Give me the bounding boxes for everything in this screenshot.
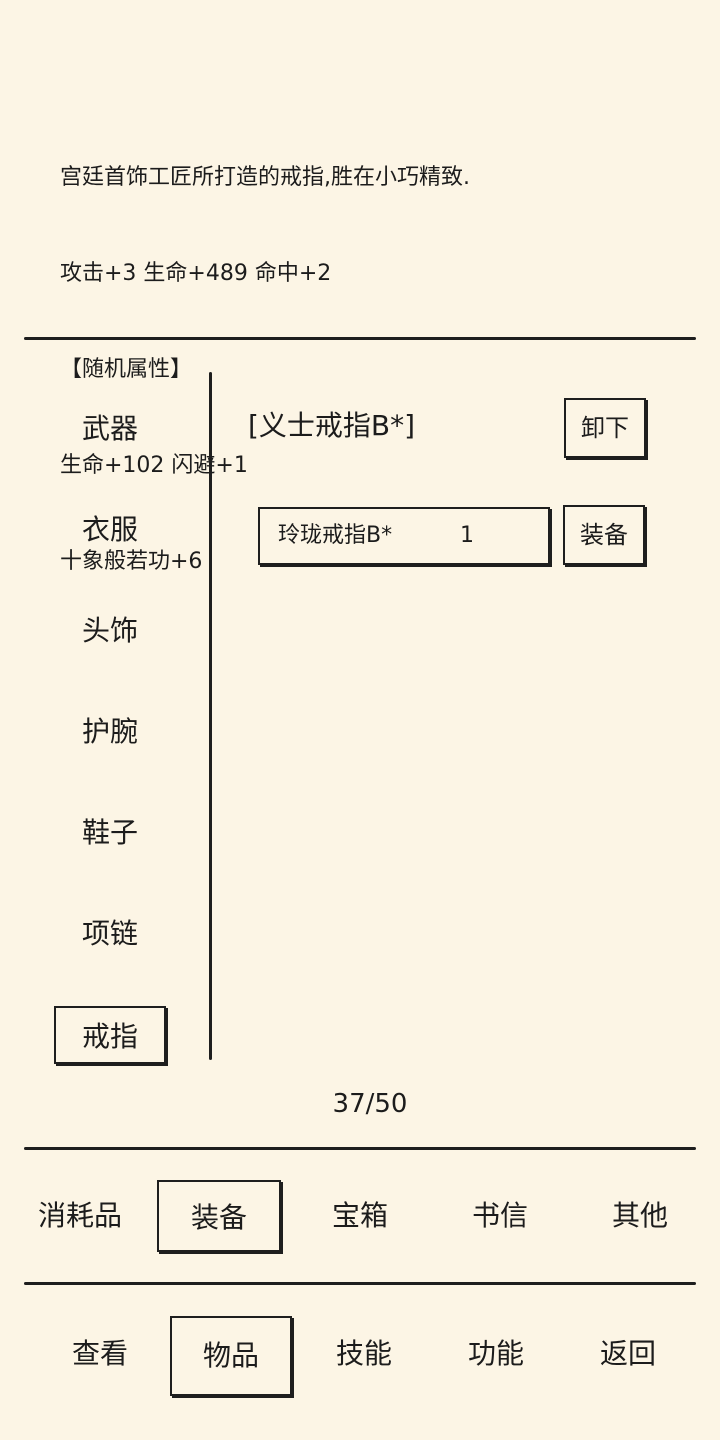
tab-letters[interactable]: 书信 xyxy=(471,1199,528,1232)
tab-other[interactable]: 其他 xyxy=(611,1199,668,1232)
category-bracer[interactable]: 护腕 xyxy=(81,715,138,748)
divider-vertical xyxy=(209,372,212,1060)
category-ring[interactable]: 戒指 xyxy=(54,1006,166,1064)
category-necklace[interactable]: 项链 xyxy=(81,917,138,950)
description-line: 宫廷首饰工匠所打造的戒指,胜在小巧精致. xyxy=(60,165,470,190)
divider-middle xyxy=(24,1147,696,1150)
tab-consumables[interactable]: 消耗品 xyxy=(37,1199,122,1232)
category-shoes[interactable]: 鞋子 xyxy=(81,816,138,849)
category-clothes[interactable]: 衣服 xyxy=(81,513,138,546)
category-headwear[interactable]: 头饰 xyxy=(81,614,138,647)
nav-items[interactable]: 物品 xyxy=(170,1316,292,1396)
equip-button[interactable]: 装备 xyxy=(563,505,645,565)
nav-functions[interactable]: 功能 xyxy=(467,1337,524,1370)
inventory-row[interactable]: 玲珑戒指B* 1 xyxy=(258,507,550,565)
description-line: 十象般若功+6 xyxy=(60,549,203,574)
nav-back[interactable]: 返回 xyxy=(599,1337,656,1370)
category-weapon[interactable]: 武器 xyxy=(81,412,138,445)
tab-equipment[interactable]: 装备 xyxy=(157,1180,281,1252)
unequip-button[interactable]: 卸下 xyxy=(564,398,646,458)
inventory-item-name: 玲珑戒指B* xyxy=(278,523,393,548)
description-line: 【随机属性】 xyxy=(60,357,193,382)
description-line: 攻击+3 生命+489 命中+2 xyxy=(60,261,332,286)
description-line: 生命+102 闪避+1 xyxy=(60,453,248,478)
item-description: 宫廷首饰工匠所打造的戒指,胜在小巧精致. 攻击+3 生命+489 命中+2 【随… xyxy=(60,98,470,610)
equipped-item-name: [义士戒指B*] xyxy=(248,409,416,442)
inventory-capacity: 37/50 xyxy=(332,1089,408,1119)
nav-view[interactable]: 查看 xyxy=(71,1337,128,1370)
tab-chests[interactable]: 宝箱 xyxy=(331,1199,388,1232)
divider-top xyxy=(24,337,696,340)
divider-bottom xyxy=(24,1282,696,1285)
inventory-item-quantity: 1 xyxy=(460,523,474,548)
nav-skills[interactable]: 技能 xyxy=(335,1337,392,1370)
